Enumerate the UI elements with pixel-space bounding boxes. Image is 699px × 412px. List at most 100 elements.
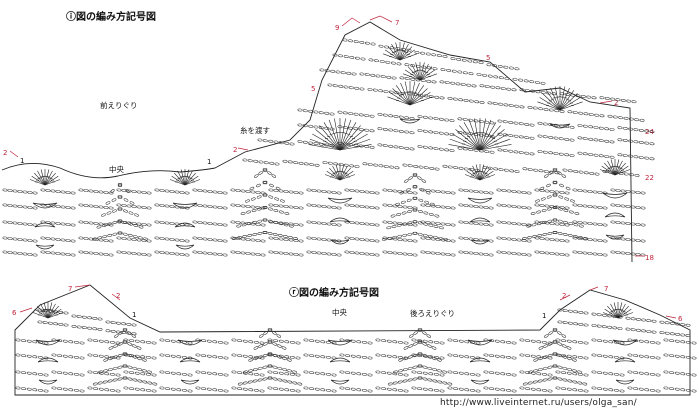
chain-stitch bbox=[302, 140, 308, 144]
chain-stitch bbox=[122, 221, 128, 224]
chain-stitch bbox=[237, 236, 242, 239]
chain-stitch bbox=[298, 191, 304, 195]
chain-stitch bbox=[570, 199, 575, 203]
chain-stitch bbox=[117, 207, 123, 211]
cluster-leaf bbox=[470, 239, 490, 245]
chain-stitch bbox=[685, 356, 691, 359]
chain-stitch bbox=[169, 252, 175, 255]
chain-stitch bbox=[145, 373, 151, 376]
chain-stitch bbox=[122, 376, 128, 380]
double-crochet-stitch bbox=[411, 63, 421, 81]
chain-stitch bbox=[271, 174, 276, 178]
chain-stitch bbox=[231, 370, 237, 374]
chain-stitch bbox=[374, 223, 380, 227]
cluster-leaf bbox=[327, 339, 353, 346]
chain-stitch bbox=[552, 180, 558, 185]
chain-stitch bbox=[348, 112, 354, 115]
chain-stitch bbox=[242, 235, 248, 238]
chain-stitch bbox=[542, 233, 548, 236]
double-crochet-stitch bbox=[617, 305, 629, 319]
chain-stitch bbox=[70, 206, 76, 210]
row-arrow bbox=[74, 284, 91, 288]
chain-stitch bbox=[619, 373, 625, 377]
chain-stitch bbox=[638, 129, 644, 132]
chain-stitch bbox=[617, 138, 623, 142]
chain-stitch bbox=[269, 161, 275, 165]
chain-stitch bbox=[425, 204, 431, 207]
chain-stitch bbox=[164, 237, 170, 241]
chain-stitch bbox=[406, 188, 411, 192]
chain-stitch bbox=[644, 156, 650, 160]
chain-stitch bbox=[500, 340, 506, 344]
chain-stitch bbox=[212, 222, 218, 226]
chain-stitch bbox=[443, 237, 449, 241]
chain-stitch bbox=[339, 370, 345, 374]
cluster-leaf bbox=[38, 379, 58, 385]
chain-stitch bbox=[587, 205, 593, 208]
chain-stitch bbox=[609, 128, 615, 131]
chain-stitch bbox=[615, 189, 621, 192]
chain-stitch bbox=[15, 386, 21, 390]
chain-stitch bbox=[476, 73, 482, 76]
chain-stitch bbox=[26, 371, 32, 375]
chain-stitch bbox=[123, 370, 129, 374]
chain-stitch bbox=[252, 233, 258, 236]
chain-stitch bbox=[217, 239, 223, 242]
chain-stitch bbox=[412, 223, 418, 227]
chain-stitch bbox=[494, 371, 500, 375]
chain-stitch bbox=[597, 387, 603, 390]
row-arrow bbox=[111, 293, 121, 301]
double-crochet-stitch bbox=[334, 118, 341, 151]
chain-stitch bbox=[202, 237, 208, 241]
chain-stitch bbox=[45, 251, 51, 254]
chain-stitch bbox=[464, 340, 470, 344]
chain-stitch bbox=[181, 389, 187, 392]
chain-stitch bbox=[397, 205, 403, 208]
chain-stitch bbox=[524, 89, 530, 92]
chain-stitch bbox=[431, 346, 437, 350]
chain-stitch bbox=[572, 250, 578, 254]
chain-stitch bbox=[609, 140, 615, 144]
chain-stitch bbox=[547, 377, 553, 381]
chain-stitch bbox=[369, 145, 375, 149]
chain-stitch bbox=[659, 331, 665, 334]
chain-stitch bbox=[428, 340, 434, 344]
double-crochet-stitch bbox=[614, 159, 620, 176]
chain-stitch bbox=[70, 223, 76, 227]
chain-stitch bbox=[541, 389, 547, 392]
chain-stitch bbox=[473, 205, 479, 208]
chain-stitch bbox=[458, 203, 464, 207]
chain-stitch bbox=[613, 341, 619, 344]
chain-stitch bbox=[568, 222, 574, 226]
row-number: 7 bbox=[604, 285, 608, 293]
chain-stitch bbox=[104, 372, 110, 376]
double-crochet-stitch bbox=[47, 302, 53, 319]
chain-stitch bbox=[240, 204, 246, 208]
chain-stitch bbox=[201, 339, 207, 342]
chain-stitch bbox=[51, 370, 57, 374]
chain-stitch bbox=[469, 373, 475, 376]
chain-stitch bbox=[429, 167, 435, 170]
cluster-leaf bbox=[32, 202, 58, 209]
chain-stitch bbox=[547, 207, 552, 211]
chain-stitch bbox=[288, 252, 294, 256]
chain-stitch bbox=[387, 221, 393, 224]
chain-stitch bbox=[207, 252, 213, 255]
chain-stitch bbox=[649, 341, 655, 344]
double-crochet-stitch bbox=[339, 129, 365, 151]
chain-stitch bbox=[344, 236, 350, 240]
shell-fans-a bbox=[29, 42, 631, 250]
chain-stitch bbox=[110, 330, 116, 333]
chain-stitch bbox=[633, 387, 639, 390]
chain-stitch bbox=[134, 371, 140, 375]
chain-stitch bbox=[406, 198, 412, 202]
chain-stitch bbox=[583, 373, 589, 377]
chain-stitch bbox=[489, 371, 495, 374]
chain-stitch bbox=[286, 358, 292, 362]
chain-stitch bbox=[369, 253, 375, 256]
chain-stitch bbox=[364, 114, 370, 117]
chain-stitch bbox=[649, 389, 655, 392]
chain-stitch bbox=[577, 189, 583, 192]
chain-stitch bbox=[525, 354, 531, 357]
chain-stitch bbox=[107, 379, 113, 383]
